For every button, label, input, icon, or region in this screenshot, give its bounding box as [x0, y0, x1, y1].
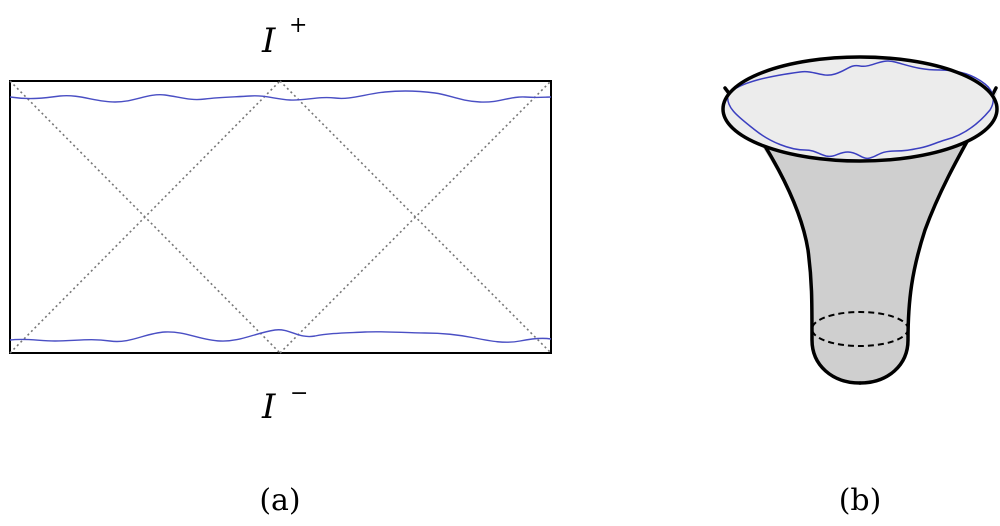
funnel-rim — [721, 55, 999, 163]
panel-b-caption: (b) — [839, 483, 882, 518]
panel-b: (b) — [721, 55, 999, 518]
funnel-cutoff-curve — [726, 60, 995, 160]
cutoff-curve-top — [9, 90, 552, 103]
funnel-top-disk — [723, 57, 997, 161]
null-ray-4 — [279, 80, 552, 354]
funnel-outline-left — [723, 86, 862, 385]
cutoff-curve-bottom — [9, 329, 552, 343]
scri-minus-superscript: − — [290, 381, 308, 406]
scri-minus-symbol: I — [261, 387, 276, 427]
funnel-neck-dashed — [811, 311, 909, 347]
diagram-frame — [9, 80, 552, 354]
scri-minus-label: I − — [261, 381, 308, 427]
scri-plus-label: I + — [261, 13, 307, 61]
scri-plus-symbol: I — [261, 21, 276, 61]
null-ray-2 — [9, 80, 281, 354]
funnel-surface — [723, 90, 998, 383]
scri-plus-superscript: + — [289, 13, 307, 38]
null-rays — [9, 80, 552, 354]
panel-a: I + I − (a) — [9, 13, 552, 518]
panel-a-caption: (a) — [259, 483, 300, 518]
